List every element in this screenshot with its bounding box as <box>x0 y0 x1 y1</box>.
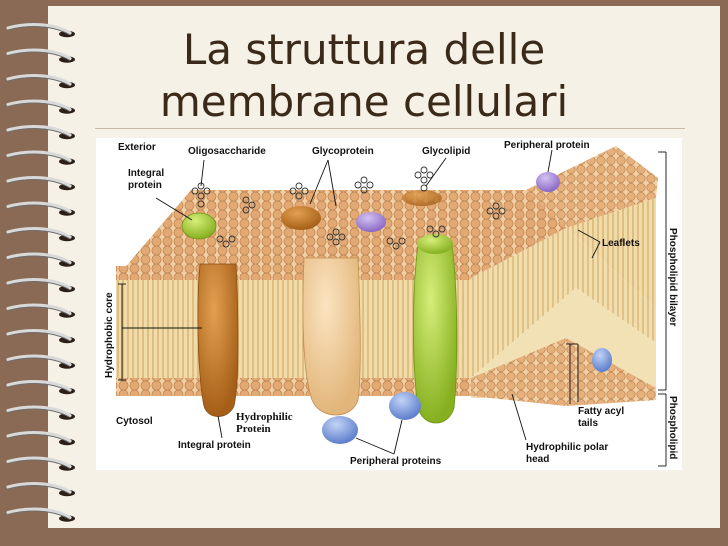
binding-ring <box>6 482 75 497</box>
title-line-2: membrane cellulari <box>159 77 569 126</box>
glycolipid-protein <box>402 190 442 206</box>
label-oligosaccharide: Oligosaccharide <box>188 146 266 157</box>
label-integral-protein-top-2: protein <box>128 180 162 191</box>
green-protein-top <box>417 234 453 254</box>
integral-protein-brown <box>197 263 239 417</box>
binding-ring <box>6 125 75 140</box>
binding-ring <box>6 380 75 395</box>
label-peripheral-proteins: Peripheral proteins <box>350 456 442 467</box>
label-integral-protein-top-1: Integral <box>128 168 164 179</box>
label-hydrophilic-polar-head-2: head <box>526 454 549 465</box>
binding-ring <box>6 456 75 471</box>
binding-ring <box>6 354 75 369</box>
binding-ring <box>6 176 75 191</box>
binding-ring <box>6 48 75 63</box>
label-hydrophilic-polar-head-1: Hydrophilic polar <box>526 442 608 453</box>
label-fatty-acyl-tails-2: tails <box>578 418 598 429</box>
label-glycoprotein: Glycoprotein <box>312 146 374 157</box>
peripheral-protein-purple-top <box>536 172 560 192</box>
label-glycolipid: Glycolipid <box>422 146 470 157</box>
spiral-binding <box>6 23 75 522</box>
peripheral-protein-purple <box>356 212 386 232</box>
label-exterior: Exterior <box>118 142 156 153</box>
membrane-illustration: Exterior Oligosaccharide Glycoprotein Gl… <box>104 140 678 467</box>
peripheral-protein-blue-3 <box>592 348 612 372</box>
leader-lines <box>118 149 667 467</box>
title-line-1: La struttura delle <box>182 25 546 74</box>
glycoprotein-brown <box>281 206 321 230</box>
slide-title: La struttura delle membrane cellulari <box>0 24 728 128</box>
label-leaflets: Leaflets <box>602 238 640 249</box>
binding-ring <box>6 201 75 216</box>
label-cytosol: Cytosol <box>116 416 153 427</box>
membrane-diagram: Exterior Oligosaccharide Glycoprotein Gl… <box>96 138 682 470</box>
oligosaccharide-chains <box>191 166 506 250</box>
binding-ring <box>6 329 75 344</box>
peripheral-protein-blue-1 <box>322 416 358 444</box>
label-peripheral-protein-top: Peripheral protein <box>504 140 590 151</box>
label-integral-protein-bottom: Integral protein <box>178 440 251 451</box>
binding-ring <box>6 507 75 522</box>
peripheral-protein-blue-2 <box>389 392 421 420</box>
inner-leaflet-heads-right <box>471 338 656 406</box>
integral-protein-beige <box>302 257 361 416</box>
binding-ring <box>6 303 75 318</box>
binding-ring <box>6 150 75 165</box>
label-hydrophilic-protein-2: Protein <box>236 423 271 435</box>
upper-leaflet-tails <box>566 198 656 308</box>
binding-ring <box>6 227 75 242</box>
binding-ring <box>6 278 75 293</box>
label-phospholipid-bilayer: Phospholipid bilayer <box>667 228 678 326</box>
label-hydrophilic-protein-1: Hydrophilic <box>236 411 293 423</box>
label-hydrophobic-core: Hydrophobic core <box>104 292 115 378</box>
binding-ring <box>6 99 75 114</box>
label-fatty-acyl-tails-1: Fatty acyl <box>578 406 624 417</box>
binding-ring <box>6 252 75 267</box>
upper-leaflet-heads <box>526 146 658 228</box>
title-divider <box>95 128 685 129</box>
label-phospholipid: Phospholipid <box>667 396 678 459</box>
binding-ring <box>6 74 75 89</box>
binding-ring <box>6 23 75 38</box>
integral-protein-green <box>413 245 458 424</box>
binding-ring <box>6 405 75 420</box>
binding-ring <box>6 431 75 446</box>
